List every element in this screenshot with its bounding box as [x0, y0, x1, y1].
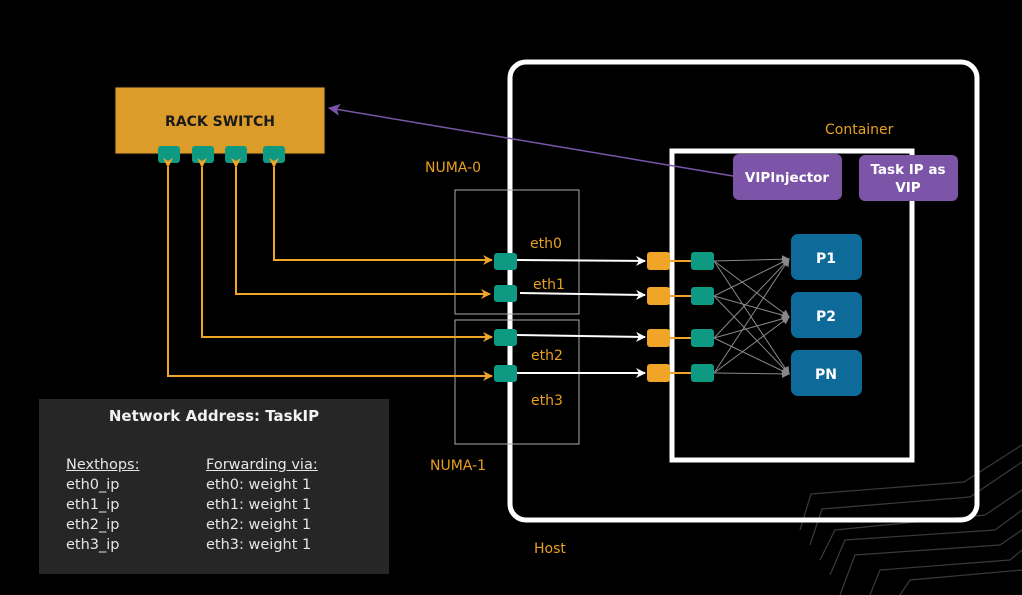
link-eth0 — [269, 158, 493, 265]
veth-port-3[interactable] — [647, 364, 670, 382]
nic-port-eth1[interactable] — [494, 285, 517, 302]
switch-port-1 — [192, 146, 214, 163]
container-port-1[interactable] — [691, 287, 714, 305]
switch-port-0 — [158, 146, 180, 163]
veth-port-0[interactable] — [647, 252, 670, 270]
nic-port-eth3[interactable] — [494, 365, 517, 382]
nic-port-eth2[interactable] — [494, 329, 517, 346]
network-address-title: Network Address: TaskIP — [108, 407, 320, 425]
process-pn-label: PN — [815, 367, 837, 383]
process-p2-label: P2 — [816, 309, 836, 325]
process-pn[interactable]: PN — [791, 350, 862, 396]
rack-switch-label: RACK SWITCH — [165, 114, 275, 130]
switch-port-2 — [225, 146, 247, 163]
switch-links — [163, 158, 493, 381]
forwarding-item: eth3: weight 1 — [206, 537, 312, 553]
process-mesh — [713, 255, 790, 378]
forwarding-item: eth2: weight 1 — [206, 517, 312, 533]
container-port-3[interactable] — [691, 364, 714, 382]
numa-1-label: NUMA-1 — [430, 458, 486, 474]
switch-port-3 — [263, 146, 285, 163]
container-box — [669, 148, 915, 463]
nexthops-header: Nexthops: — [66, 457, 140, 473]
task-ip-vip[interactable]: Task IP as VIP — [859, 155, 958, 201]
numa-1-box — [454, 319, 580, 445]
container-ports — [647, 252, 714, 382]
container-port-0[interactable] — [691, 252, 714, 270]
forwarding-header: Forwarding via: — [206, 457, 318, 473]
task-ip-vip-label-line1: Task IP as — [870, 162, 945, 178]
forwarding-item: eth1: weight 1 — [206, 497, 312, 513]
veth-port-2[interactable] — [647, 329, 670, 347]
task-ip-vip-label-line2: VIP — [895, 180, 920, 196]
process-p1[interactable]: P1 — [791, 234, 862, 280]
host-to-container-links — [516, 255, 646, 378]
nexthop-item: eth2_ip — [66, 517, 120, 533]
forwarding-item: eth0: weight 1 — [206, 477, 312, 493]
container-label: Container — [825, 122, 894, 138]
interface-label-eth3: eth3 — [531, 393, 563, 409]
link-eth3 — [163, 158, 493, 381]
host-nic-ports — [494, 253, 517, 382]
interface-label-eth2: eth2 — [531, 348, 563, 364]
interface-label-eth1: eth1 — [533, 277, 565, 293]
vip-injector-label: VIPInjector — [745, 170, 830, 186]
host-box — [507, 59, 980, 523]
link-eth2 — [197, 158, 493, 342]
forwarding-column: Forwarding via: eth0: weight 1 eth1: wei… — [206, 455, 386, 555]
process-p2[interactable]: P2 — [791, 292, 862, 338]
nexthop-item: eth0_ip — [66, 477, 120, 493]
nexthop-item: eth1_ip — [66, 497, 120, 513]
nexthop-item: eth3_ip — [66, 537, 120, 553]
veth-port-1[interactable] — [647, 287, 670, 305]
vip-announce-link — [328, 103, 734, 177]
rack-switch[interactable] — [114, 86, 326, 155]
nic-port-eth0[interactable] — [494, 253, 517, 270]
numa-0-label: NUMA-0 — [425, 160, 481, 176]
container-port-2[interactable] — [691, 329, 714, 347]
nexthops-column: Nexthops: eth0_ip eth1_ip eth2_ip eth3_i… — [66, 455, 206, 555]
network-address-panel: Network Address: TaskIP Nexthops: eth0_i… — [39, 399, 389, 574]
interface-label-eth0: eth0 — [530, 236, 562, 252]
host-label: Host — [534, 541, 566, 557]
vip-injector[interactable]: VIPInjector — [733, 154, 842, 200]
process-p1-label: P1 — [816, 251, 836, 267]
